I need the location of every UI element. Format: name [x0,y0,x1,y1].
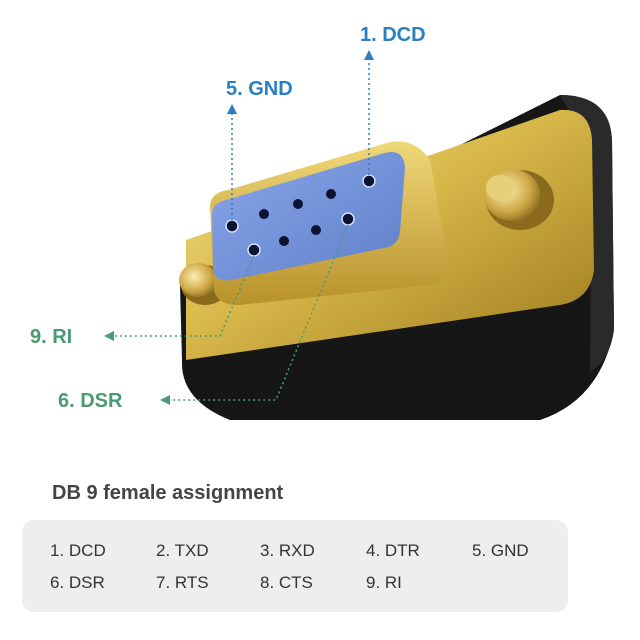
pin-item: 5. GND [472,541,529,560]
pin-item: 9. RI [366,573,402,592]
connector-illustration [104,50,614,420]
pin-item: 7. RTS [156,573,209,592]
pin-item: 8. CTS [260,573,313,592]
housing-side [560,95,614,372]
callout-gnd: 5. GND [226,78,293,100]
pin-item: 6. DSR [50,573,105,592]
pin-holes [225,174,376,257]
callout-dsr: 6. DSR [58,390,123,412]
callout-ri: 9. RI [30,326,73,348]
pin-item: 2. TXD [156,541,209,560]
pin-item: 3. RXD [260,541,315,560]
pin-item: 4. DTR [366,541,420,560]
assignment-title: DB 9 female assignment [52,482,284,504]
callout-dcd: 1. DCD [360,24,426,46]
pin-item: 1. DCD [50,541,106,560]
leader-lines [104,50,374,405]
pin-assignment-table: 1. DCD 2. TXD 3. RXD 4. DTR 5. GND 6. DS… [22,520,568,612]
right-screw [484,169,554,230]
